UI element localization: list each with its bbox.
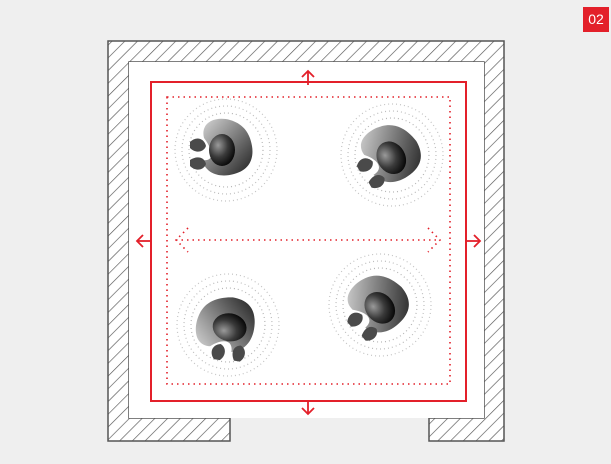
arrow-left-icon: [135, 234, 151, 248]
arrow-down-icon: [301, 400, 315, 416]
person-bottom-right-icon: [328, 253, 432, 357]
arrow-right-icon: [466, 234, 482, 248]
dotted-spread-arrow: [174, 227, 442, 253]
arrow-up-icon: [301, 69, 315, 85]
person-top-left-icon: [174, 98, 278, 202]
person-top-right-icon: [340, 103, 444, 207]
personal-space-boundary: [166, 96, 451, 385]
figure-number-badge: 02: [583, 7, 609, 32]
person-bottom-left-icon: [176, 273, 280, 377]
